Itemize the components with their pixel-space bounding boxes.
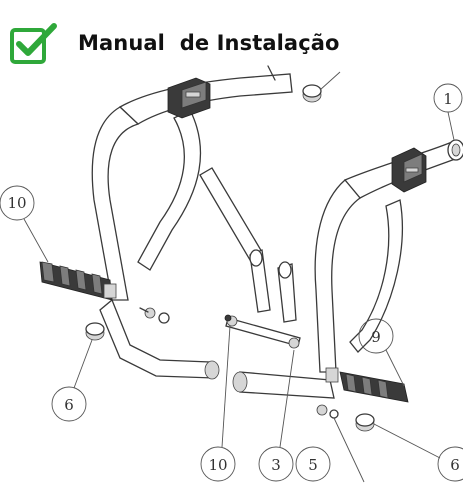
right-frame-tube — [232, 139, 463, 399]
leader-line — [333, 417, 365, 483]
footpeg-left — [39, 261, 117, 301]
callout-6-right: 6 — [373, 423, 463, 482]
connecting-rod — [224, 314, 301, 349]
clamp-block-right — [391, 147, 427, 193]
page-title: Manual de Instalação — [78, 31, 340, 55]
leader-line-top — [319, 71, 341, 91]
bushing-right — [355, 413, 375, 432]
svg-text:10: 10 — [208, 456, 227, 474]
callout-5: 5 — [295, 446, 331, 482]
bolt-set-right — [316, 404, 339, 419]
clamp-block-left — [167, 77, 211, 119]
footpeg-right — [325, 367, 409, 403]
callout-1: 1 — [433, 83, 463, 141]
callout-3: 3 — [258, 349, 295, 482]
svg-text:5: 5 — [308, 456, 318, 474]
svg-text:9: 9 — [371, 328, 381, 346]
svg-text:3: 3 — [271, 456, 281, 474]
svg-text:6: 6 — [450, 456, 460, 474]
svg-text:1: 1 — [443, 90, 453, 108]
bushing-left — [85, 322, 105, 341]
svg-text:10: 10 — [7, 194, 26, 212]
header: Manual de Instalação — [0, 0, 463, 74]
svg-text:6: 6 — [64, 396, 74, 414]
bushing-top — [302, 84, 322, 103]
check-square-icon — [10, 23, 57, 64]
callout-9: 9 — [358, 318, 405, 387]
cross-brace — [199, 167, 297, 323]
callout-10-left: 10 — [0, 185, 49, 263]
callout-10-bottom: 10 — [200, 325, 236, 482]
callout-6-left: 6 — [51, 339, 93, 422]
bolt-set-left — [139, 307, 170, 324]
